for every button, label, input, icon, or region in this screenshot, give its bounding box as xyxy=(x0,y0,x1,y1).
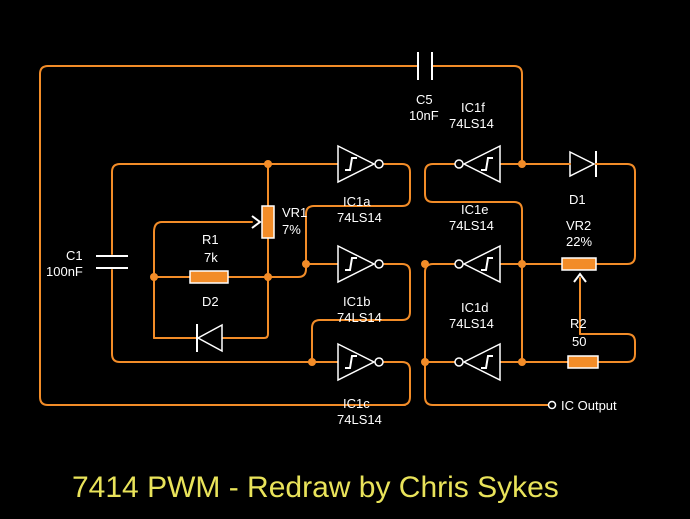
inverter-ic1d xyxy=(454,342,501,382)
label-d2-ref: D2 xyxy=(202,294,219,309)
junction-dot xyxy=(308,358,316,366)
label-ic1d-ref: IC1d xyxy=(461,300,488,315)
junction-dot xyxy=(518,160,526,168)
label-ic1f-ref: IC1f xyxy=(461,100,485,115)
wire-ic1b xyxy=(305,263,411,363)
wire-d1-right xyxy=(595,163,636,265)
wires xyxy=(39,65,636,406)
junction-dot xyxy=(421,358,429,366)
junction-dot xyxy=(264,273,272,281)
label-r2-value: 50 xyxy=(572,334,586,349)
wire-vr1-wiper xyxy=(153,221,253,339)
label-r1-ref: R1 xyxy=(202,232,219,247)
label-output: IC Output xyxy=(561,398,617,413)
inverter-ic1e xyxy=(454,244,501,284)
junction-dot xyxy=(518,358,526,366)
label-vr2-value: 22% xyxy=(566,234,592,249)
inverter-ic1b xyxy=(337,244,384,284)
junctions xyxy=(150,160,526,366)
junction-dot xyxy=(264,160,272,168)
wire-vr1 xyxy=(219,163,269,339)
junction-dot xyxy=(150,273,158,281)
label-ic1b-ref: IC1b xyxy=(343,294,370,309)
inverter-ic1c xyxy=(337,342,384,382)
label-d1-ref: D1 xyxy=(569,192,586,207)
label-r1-value: 7k xyxy=(204,250,218,265)
wire-ic1c-output xyxy=(383,361,411,406)
junction-dot xyxy=(302,260,310,268)
label-r2-ref: R2 xyxy=(570,316,587,331)
wire-ic1e-output xyxy=(424,263,549,406)
wire-left-top xyxy=(111,163,339,363)
label-ic1a-part: 74LS14 xyxy=(337,210,382,225)
label-ic1c-ref: IC1c xyxy=(343,396,370,411)
diode-d2 xyxy=(196,323,223,353)
inverter-ic1a xyxy=(337,144,384,184)
junction-dot xyxy=(421,260,429,268)
label-c5-value: 10nF xyxy=(409,108,439,123)
wire-ic1f-output xyxy=(424,163,523,265)
label-ic1c-part: 74LS14 xyxy=(337,412,382,427)
label-ic1e-ref: IC1e xyxy=(461,202,488,217)
label-c1-value: 100nF xyxy=(46,264,83,279)
capacitor-c1 xyxy=(96,255,128,269)
label-ic1d-part: 74LS14 xyxy=(449,316,494,331)
label-ic1e-part: 74LS14 xyxy=(449,218,494,233)
label-c5-ref: C5 xyxy=(416,92,433,107)
capacitor-c5 xyxy=(417,52,433,80)
wire-top-loop xyxy=(39,65,523,406)
label-vr1-value: 7% xyxy=(282,222,301,237)
label-vr1-ref: VR1 xyxy=(282,205,307,220)
label-ic1f-part: 74LS14 xyxy=(449,116,494,131)
label-vr2-ref: VR2 xyxy=(566,218,591,233)
label-ic1b-part: 74LS14 xyxy=(337,310,382,325)
output-terminal xyxy=(547,400,557,410)
labels: C5 10nF IC1f 74LS14 D1 IC1a 74LS14 IC1e … xyxy=(46,92,617,504)
potentiometer-vr2 xyxy=(561,257,597,283)
diode-d1 xyxy=(561,150,603,178)
resistor-r1 xyxy=(189,270,229,284)
diagram-title: 7414 PWM - Redraw by Chris Sykes xyxy=(72,471,559,504)
junction-dot xyxy=(518,260,526,268)
wire-ic1d-input xyxy=(499,333,636,363)
inverter-ic1f xyxy=(454,144,501,184)
potentiometer-vr1 xyxy=(251,205,275,239)
label-c1-ref: C1 xyxy=(66,248,83,263)
resistor-r2 xyxy=(567,355,599,369)
label-ic1a-ref: IC1a xyxy=(343,194,371,209)
wire-r1 xyxy=(153,163,411,278)
